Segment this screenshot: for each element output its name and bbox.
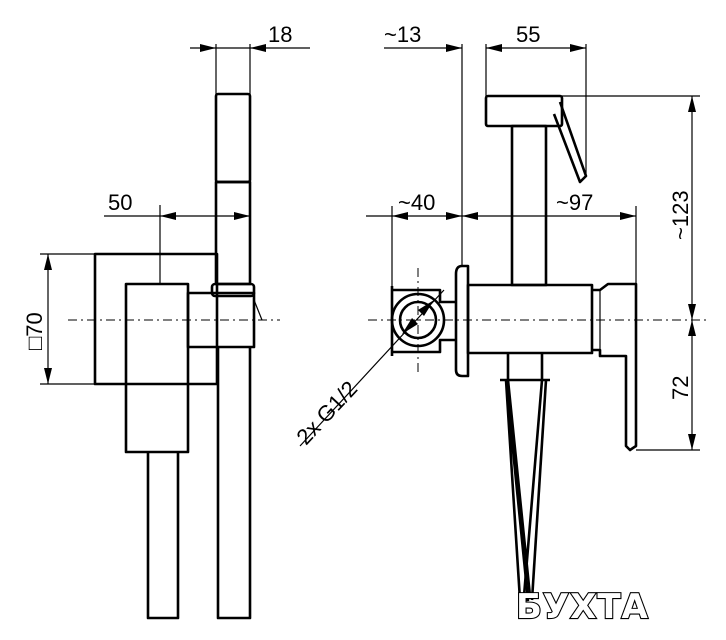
wall-plate (93, 252, 219, 386)
mixer-body (466, 283, 594, 355)
dimension-123-label: ~123 (668, 190, 693, 240)
dimension-97-label: ~97 (556, 190, 593, 215)
watermark-logo: БУХТА (516, 587, 649, 627)
hose-side (216, 347, 252, 620)
dimension-18: 18 (190, 22, 310, 94)
shower-head (484, 94, 564, 128)
dimension-13-55: ~13 55 (384, 22, 587, 266)
lever-handle (592, 282, 638, 452)
dimension-18-label: 18 (268, 22, 292, 47)
dimension-50-label: 50 (108, 190, 132, 215)
dimension-123-72: ~123 72 (562, 95, 700, 451)
dimension-50: 50 (104, 190, 250, 284)
pipe-side (146, 452, 180, 620)
wall-flange (454, 264, 470, 378)
hand-shower-stem (214, 180, 252, 286)
front-view (368, 94, 706, 602)
side-view (68, 92, 280, 620)
thread-callout: 2x G1/2 (291, 289, 445, 449)
dimension-40-label: ~40 (398, 190, 435, 215)
dimension-square70: □70 (22, 253, 95, 385)
valve-body (124, 282, 190, 454)
thread-label: 2x G1/2 (291, 376, 362, 449)
dimension-40-97: ~40 ~97 (366, 190, 637, 286)
riser (510, 124, 548, 287)
dimension-13-label: ~13 (384, 22, 421, 47)
dimension-72-label: 72 (668, 376, 693, 400)
trigger-lever (552, 101, 588, 184)
dimension-square70-label: □70 (22, 312, 47, 350)
dimension-55-label: 55 (516, 22, 540, 47)
hand-shower-head (214, 92, 252, 184)
